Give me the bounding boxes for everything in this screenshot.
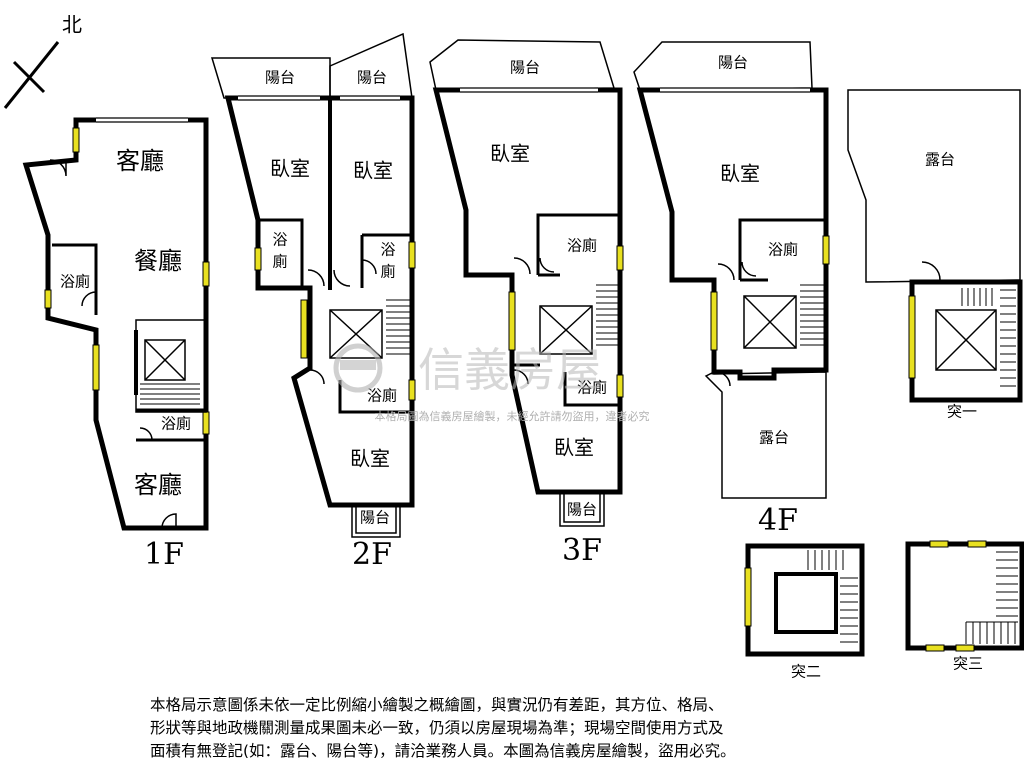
watermark-subtext: 本格局圖為信義房屋繪製，未經允許請勿盜用，違者必究 (375, 409, 650, 423)
f2-bedroom-label: 臥室 (270, 157, 310, 181)
f3-window (508, 291, 516, 351)
roof1-window (908, 295, 916, 379)
f3-floor-label: 3F (562, 533, 602, 568)
roof3-label: 突三 (953, 655, 983, 673)
roof2-label: 突二 (791, 663, 821, 681)
f2-window (408, 379, 416, 401)
f3-outer-wall (432, 87, 623, 495)
f4-balcony-label: 陽台 (718, 54, 748, 72)
roof3-window (967, 540, 987, 548)
compass-north-label: 北 (62, 13, 82, 37)
disclaimer: 本格局示意圖係未依一定比例縮小繪製之概繪圖，與實況仍有差距，其方位、格局、 形狀… (150, 694, 910, 763)
roof3-window (955, 644, 975, 652)
compass-cross-line (12, 60, 46, 94)
f3-balcony-label: 陽台 (510, 59, 540, 77)
f3-bedroom-label: 臥室 (554, 436, 594, 460)
f1-window (44, 289, 52, 309)
f2-floor-label: 2F (352, 537, 392, 572)
f2-window (300, 299, 308, 359)
f3-window (616, 245, 624, 271)
f4-bathroom-label: 浴廁 (768, 241, 798, 259)
watermark-brand-text: 信義房屋 (418, 343, 602, 397)
f1-living-room-label: 客廳 (116, 147, 164, 175)
f2-bathroom-label: 廁 (380, 263, 395, 281)
f1-outer-wall (22, 117, 209, 531)
disclaimer-line: 面積有無登記(如：露台、陽台等)，請洽業務人員。本圖為信義房屋繪製，盜用必究。 (150, 742, 736, 760)
f3-bathroom-label: 浴廁 (567, 237, 597, 255)
f3-bedroom-label: 臥室 (490, 142, 530, 166)
disclaimer-line: 本格局示意圖係未依一定比例縮小繪製之概繪圖，與實況仍有差距，其方位、格局、 (150, 696, 724, 714)
floor-3f: 陽台 臥室 浴廁 浴廁 臥室 陽台 3F (429, 39, 624, 568)
f1-window (202, 411, 210, 435)
f4-terrace-label: 露台 (759, 429, 789, 447)
f2-balcony-label: 陽台 (357, 69, 387, 87)
roof1-label: 突一 (947, 403, 977, 421)
watermark-logo (333, 343, 383, 393)
compass: 北 (3, 13, 82, 109)
f2-balcony-outline (329, 32, 413, 99)
roof2-window (744, 567, 752, 627)
f2-balcony-label: 陽台 (265, 69, 295, 87)
f4-terrace-outline (704, 370, 827, 499)
f4-floor-label: 4F (758, 503, 798, 538)
f2-bathroom-label: 廁 (272, 253, 287, 271)
f1-window (202, 261, 210, 287)
f1-bathroom-label: 浴廁 (161, 415, 191, 433)
roof2-outer-wall (745, 543, 865, 657)
roof1-terrace-outline (847, 89, 1021, 283)
f2-bathroom-label: 浴廁 (367, 387, 397, 405)
roof-3: 突三 (905, 540, 1024, 673)
f2-balcony-label: 陽台 (360, 509, 390, 527)
f3-balcony-label: 陽台 (567, 501, 597, 519)
f4-outer-wall (636, 87, 829, 381)
f3-window (616, 374, 624, 398)
disclaimer-line: 形狀等與地政機關測量成果圖未必一致，仍須以房屋現場為準；現場空間使用方式及 (150, 719, 724, 737)
watermark: 信義房屋 本格局圖為信義房屋繪製，未經允許請勿盜用，違者必究 (333, 343, 650, 423)
f2-window (254, 247, 262, 271)
f2-bedroom-label: 臥室 (353, 159, 393, 183)
roof-1: 露台 突一 (847, 89, 1023, 421)
f2-bathroom-label: 浴 (380, 241, 395, 259)
roof1-terrace-label: 露台 (925, 151, 955, 169)
f1-floor-label: 1F (144, 537, 184, 572)
floor-4f: 陽台 臥室 浴廁 露台 4F (633, 41, 830, 538)
f3-bathroom-label: 浴廁 (577, 379, 607, 397)
f1-bathroom-label: 浴廁 (60, 273, 90, 291)
roof-2: 突二 (744, 543, 865, 681)
f4-bedroom-label: 臥室 (720, 162, 760, 186)
f4-window (710, 291, 718, 351)
f1-window (72, 127, 80, 153)
compass-north-arrow (3, 41, 60, 109)
f1-dining-room-label: 餐廳 (134, 247, 182, 275)
f4-window (822, 235, 830, 265)
f1-living-room-label: 客廳 (134, 471, 182, 499)
floor-1f: 客廳 餐廳 浴廁 浴廁 客廳 1F (22, 117, 210, 572)
f1-window (92, 344, 100, 391)
f2-window (408, 241, 416, 269)
floor-2f: 陽台 陽台 臥室 臥室 浴 廁 浴 廁 浴廁 臥室 陽台 2F (210, 32, 416, 572)
f3-balcony-outline (429, 39, 616, 91)
roof3-window (929, 540, 949, 548)
roof3-window (925, 644, 945, 652)
f2-bedroom-label: 臥室 (350, 447, 390, 471)
f4-balcony-outline (633, 41, 813, 91)
f2-bathroom-label: 浴 (272, 231, 287, 249)
